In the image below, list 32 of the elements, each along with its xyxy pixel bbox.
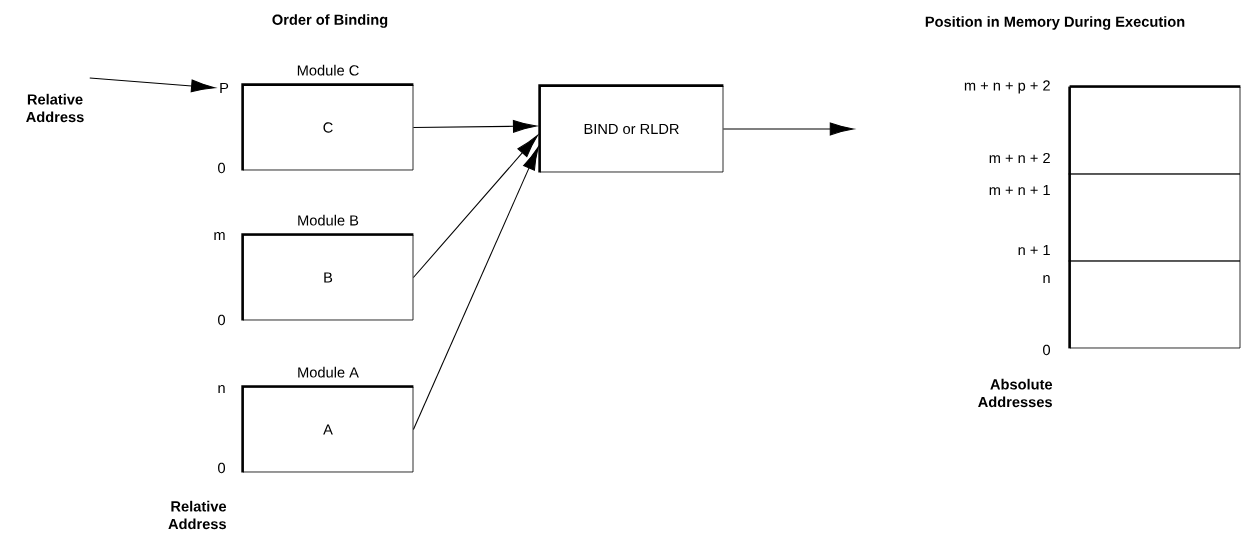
module-box: Module A A: [241, 366, 414, 473]
arrow: [412, 134, 538, 279]
node-label: Module C: [297, 64, 359, 76]
module-box: Module B B: [241, 214, 414, 321]
address-label: 0: [218, 162, 226, 174]
address-label: 0: [218, 462, 226, 474]
address-label: m + n + 1: [989, 184, 1050, 196]
column-heading: Order of Binding: [272, 14, 388, 28]
address-label: n: [218, 385, 225, 393]
address-label: n: [1043, 275, 1050, 283]
arrow: [89, 77, 216, 93]
address-label: n + 1: [1018, 244, 1050, 256]
node-label: Module A: [298, 366, 359, 378]
module-box: Module C C: [241, 64, 414, 171]
column-heading: Position in Memory During Execution: [925, 16, 1185, 30]
memory-segment: [1068, 173, 1241, 262]
address-label: 0: [218, 314, 226, 326]
node-label: P: [220, 82, 229, 94]
axis-caption: Absolute Addresses: [978, 378, 1053, 408]
memory-segment: [1068, 85, 1241, 175]
axis-caption: Relative Address: [168, 500, 227, 530]
memory-segment: [1068, 260, 1241, 349]
node-label: Relative Address: [26, 93, 84, 123]
arrow: [412, 119, 537, 133]
address-label: m + n + p + 2: [964, 80, 1050, 94]
node-label: Module B: [298, 214, 359, 226]
address-label: m + n + 2: [989, 152, 1050, 164]
address-label: m: [214, 232, 225, 240]
address-label: 0: [1043, 344, 1050, 356]
arrow: [722, 122, 854, 136]
arrow: [412, 146, 539, 431]
process-box: BIND or RLDR: [538, 84, 724, 173]
